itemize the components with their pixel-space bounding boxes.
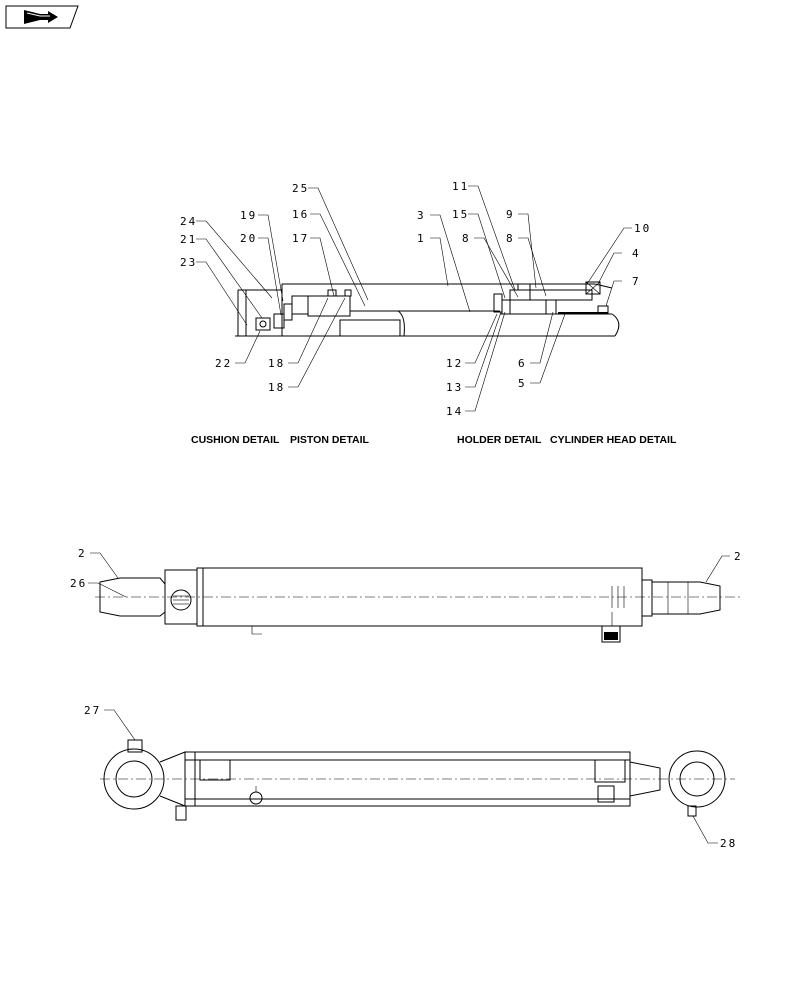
callout-2-left: 2 xyxy=(78,547,87,560)
callout-8-b: 8 xyxy=(506,232,515,245)
detail-captions: CUSHION DETAIL PISTON DETAIL HOLDER DETA… xyxy=(191,434,677,446)
callout-12: 12 xyxy=(446,357,463,370)
callout-3: 3 xyxy=(417,209,426,222)
caption-cylinder-head-detail: CYLINDER HEAD DETAIL xyxy=(550,434,677,446)
callout-23: 23 xyxy=(180,256,197,269)
callout-leaders-top xyxy=(196,185,632,412)
callout-10: 10 xyxy=(634,222,651,235)
callout-9: 9 xyxy=(506,208,515,221)
callout-22: 22 xyxy=(215,357,232,370)
callout-28: 28 xyxy=(720,837,737,850)
callout-5: 5 xyxy=(518,377,527,390)
callout-25: 25 xyxy=(292,182,309,195)
callout-26: 26 xyxy=(70,577,87,590)
callouts-middle: 2 26 2 xyxy=(70,547,743,590)
callout-18-a: 18 xyxy=(268,357,285,370)
callout-16: 16 xyxy=(292,208,309,221)
callouts-bottom: 27 28 xyxy=(84,704,737,850)
callout-13: 13 xyxy=(446,381,463,394)
callout-leaders-bottom xyxy=(104,709,718,844)
callout-leaders-middle xyxy=(88,552,730,598)
caption-cushion-detail: CUSHION DETAIL xyxy=(191,434,280,446)
callout-15: 15 xyxy=(452,208,469,221)
caption-holder-detail: HOLDER DETAIL xyxy=(457,434,542,446)
callout-20: 20 xyxy=(240,232,257,245)
arrow-icon xyxy=(24,10,58,24)
callout-21: 21 xyxy=(180,233,197,246)
nav-tab[interactable] xyxy=(5,5,79,29)
callout-14: 14 xyxy=(446,405,463,418)
callout-8-a: 8 xyxy=(462,232,471,245)
callout-1: 1 xyxy=(417,232,426,245)
callout-4: 4 xyxy=(632,247,641,260)
callouts-top: 24 21 23 22 19 20 16 17 25 18 18 3 1 11 … xyxy=(180,180,651,418)
callout-11: 11 xyxy=(452,180,469,193)
callout-18-b: 18 xyxy=(268,381,285,394)
callout-2-right: 2 xyxy=(734,550,743,563)
callout-6: 6 xyxy=(518,357,527,370)
callout-7: 7 xyxy=(632,275,641,288)
cylinder-plan-view xyxy=(95,567,740,643)
callout-27: 27 xyxy=(84,704,101,717)
section-detail-view xyxy=(235,281,620,337)
cylinder-elevation-view xyxy=(100,739,735,821)
callout-24: 24 xyxy=(180,215,197,228)
caption-piston-detail: PISTON DETAIL xyxy=(290,434,370,446)
callout-17: 17 xyxy=(292,232,309,245)
callout-19: 19 xyxy=(240,209,257,222)
